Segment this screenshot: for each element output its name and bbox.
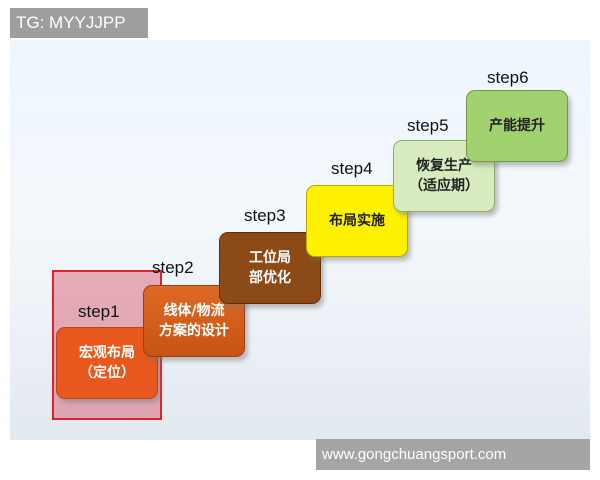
- step6-label: step6: [487, 68, 529, 87]
- step1-box: 宏观布局 （定位）: [56, 327, 158, 399]
- step4-box: 布局实施: [306, 185, 408, 257]
- step3-label: step3: [244, 206, 286, 225]
- watermark-tag: TG: MYYJJPP: [10, 8, 148, 38]
- footer-watermark: www.gongchuangsport.com: [316, 439, 590, 470]
- step1-label: step1: [78, 302, 120, 321]
- step3-box: 工位局 部优化: [219, 232, 321, 304]
- step2-box: 线体/物流 方案的设计: [143, 285, 245, 357]
- step2-label: step2: [152, 258, 194, 277]
- step5-label: step5: [407, 116, 449, 135]
- step4-label: step4: [331, 159, 373, 178]
- step5-box: 恢复生产 （适应期）: [393, 140, 495, 212]
- step6-box: 产能提升: [466, 90, 568, 162]
